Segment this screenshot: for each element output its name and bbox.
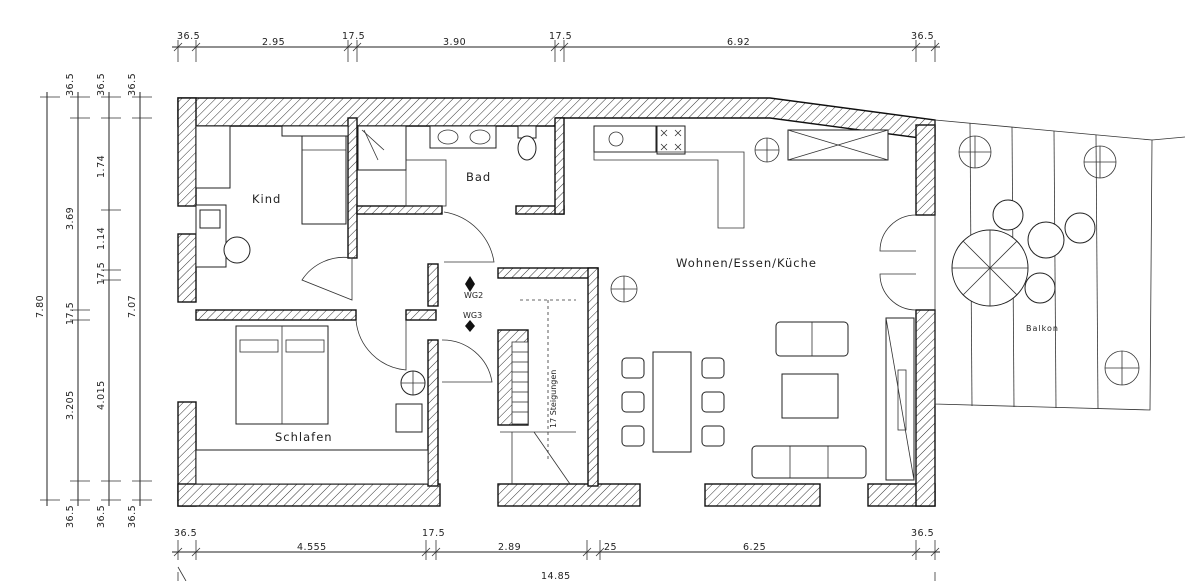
dim-left-a2: 17.5 bbox=[65, 302, 76, 325]
left-dimension-chains: 7.80 3.69 17.5 3.205 36.5 36.5 1.74 1.14… bbox=[35, 73, 152, 528]
dim-left-c-overall: 7.07 bbox=[127, 295, 138, 318]
hallway: WG2 WG3 17 Steigungen bbox=[441, 211, 576, 485]
coffee-table bbox=[781, 373, 839, 419]
dim-bottom-2: 4.555 bbox=[297, 542, 327, 553]
dim-top-3: 17.5 bbox=[342, 31, 365, 42]
top-dimension-chain: 36.5 2.95 17.5 3.90 17.5 6.92 36.5 bbox=[172, 31, 940, 62]
dim-left-b3: 17.5 bbox=[96, 262, 107, 285]
dim-left-b-top: 36.5 bbox=[96, 73, 107, 96]
kitchen-counter bbox=[593, 125, 657, 153]
dim-bottom-1: 36.5 bbox=[174, 528, 197, 539]
label-stairs: 17 Steigungen bbox=[549, 370, 558, 428]
staircase bbox=[500, 299, 576, 485]
dim-left-overall: 7.80 bbox=[35, 295, 46, 318]
room-schlafen: Schlafen bbox=[195, 319, 429, 485]
bed bbox=[301, 129, 347, 225]
plant-icon bbox=[958, 135, 1140, 386]
chair bbox=[223, 236, 251, 264]
balcony: Balkon bbox=[934, 119, 1185, 411]
dim-left-a3: 3.205 bbox=[65, 390, 76, 420]
dim-left-b2: 1.14 bbox=[96, 227, 107, 250]
label-wg3: WG3 bbox=[463, 311, 482, 320]
wg2-marker: WG2 bbox=[464, 276, 483, 300]
room-wohnen: Wohnen/Essen/Küche bbox=[593, 125, 917, 481]
dim-total: 14.85 bbox=[541, 571, 571, 581]
dim-top-1: 36.5 bbox=[177, 31, 200, 42]
dim-left-a1: 3.69 bbox=[65, 207, 76, 230]
dim-left-a-bot: 36.5 bbox=[65, 505, 76, 528]
room-label-schlafen: Schlafen bbox=[275, 430, 333, 444]
dim-bottom-6: 6.25 bbox=[743, 542, 766, 553]
label-wg2: WG2 bbox=[464, 291, 483, 300]
sofa bbox=[751, 445, 867, 479]
chair bbox=[395, 403, 423, 433]
dim-bottom-7: 36.5 bbox=[911, 528, 934, 539]
parasol-icon bbox=[951, 229, 1029, 307]
wardrobe bbox=[195, 449, 429, 485]
dim-left-c-bot: 36.5 bbox=[127, 505, 138, 528]
room-kind: Kind bbox=[195, 125, 353, 301]
dim-top-7: 36.5 bbox=[911, 31, 934, 42]
room-label-kind: Kind bbox=[252, 192, 281, 206]
dim-top-2: 2.95 bbox=[262, 37, 285, 48]
balcony-chairs bbox=[992, 199, 1096, 304]
room-bad: Bad bbox=[357, 125, 537, 207]
dining-table bbox=[652, 351, 692, 453]
dim-bottom-3: 17.5 bbox=[422, 528, 445, 539]
dim-left-a-top: 36.5 bbox=[65, 73, 76, 96]
walls bbox=[177, 97, 936, 507]
sink bbox=[429, 125, 497, 149]
dim-left-c-top: 36.5 bbox=[127, 73, 138, 96]
wg3-marker: WG3 bbox=[463, 311, 482, 332]
bottom-dimension-chain: 36.5 4.555 17.5 2.89 25 6.25 36.5 14.85 bbox=[172, 528, 940, 581]
dim-top-4: 3.90 bbox=[443, 37, 466, 48]
dining-chairs bbox=[621, 357, 725, 447]
dim-top-5: 17.5 bbox=[549, 31, 572, 42]
dim-left-b4: 4.015 bbox=[96, 380, 107, 410]
dim-bottom-4: 2.89 bbox=[498, 542, 521, 553]
room-label-balkon: Balkon bbox=[1026, 324, 1059, 333]
dim-bottom-5: 25 bbox=[604, 542, 617, 553]
room-label-wohnen: Wohnen/Essen/Küche bbox=[676, 256, 817, 270]
room-label-bad: Bad bbox=[466, 170, 491, 184]
plant-icon bbox=[610, 137, 780, 303]
stove-icon bbox=[199, 209, 221, 229]
dim-left-b-bot: 36.5 bbox=[96, 505, 107, 528]
dim-left-b1: 1.74 bbox=[96, 155, 107, 178]
dim-top-6: 6.92 bbox=[727, 37, 750, 48]
